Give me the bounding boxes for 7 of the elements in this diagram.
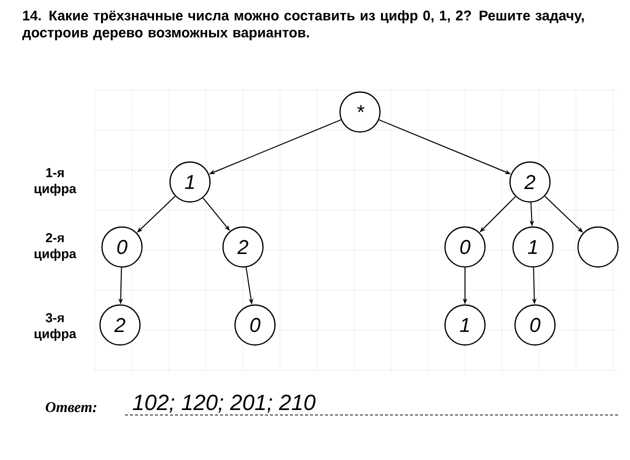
answer-label: Ответ:: [46, 402, 96, 412]
row-label: 1-я цифра: [28, 167, 82, 197]
answer-text: 102; 120; 201; 210: [132, 394, 316, 413]
row-label: 2-я цифра: [28, 232, 82, 262]
title: 14. Какие трёхзначные числа можно составить из цифр 0, 1, 2? Решите задачу, достроив дерево возможных вариантов.: [22, 10, 584, 40]
empty-circle: [577, 226, 619, 268]
row-label: 3-я цифра: [28, 312, 82, 342]
